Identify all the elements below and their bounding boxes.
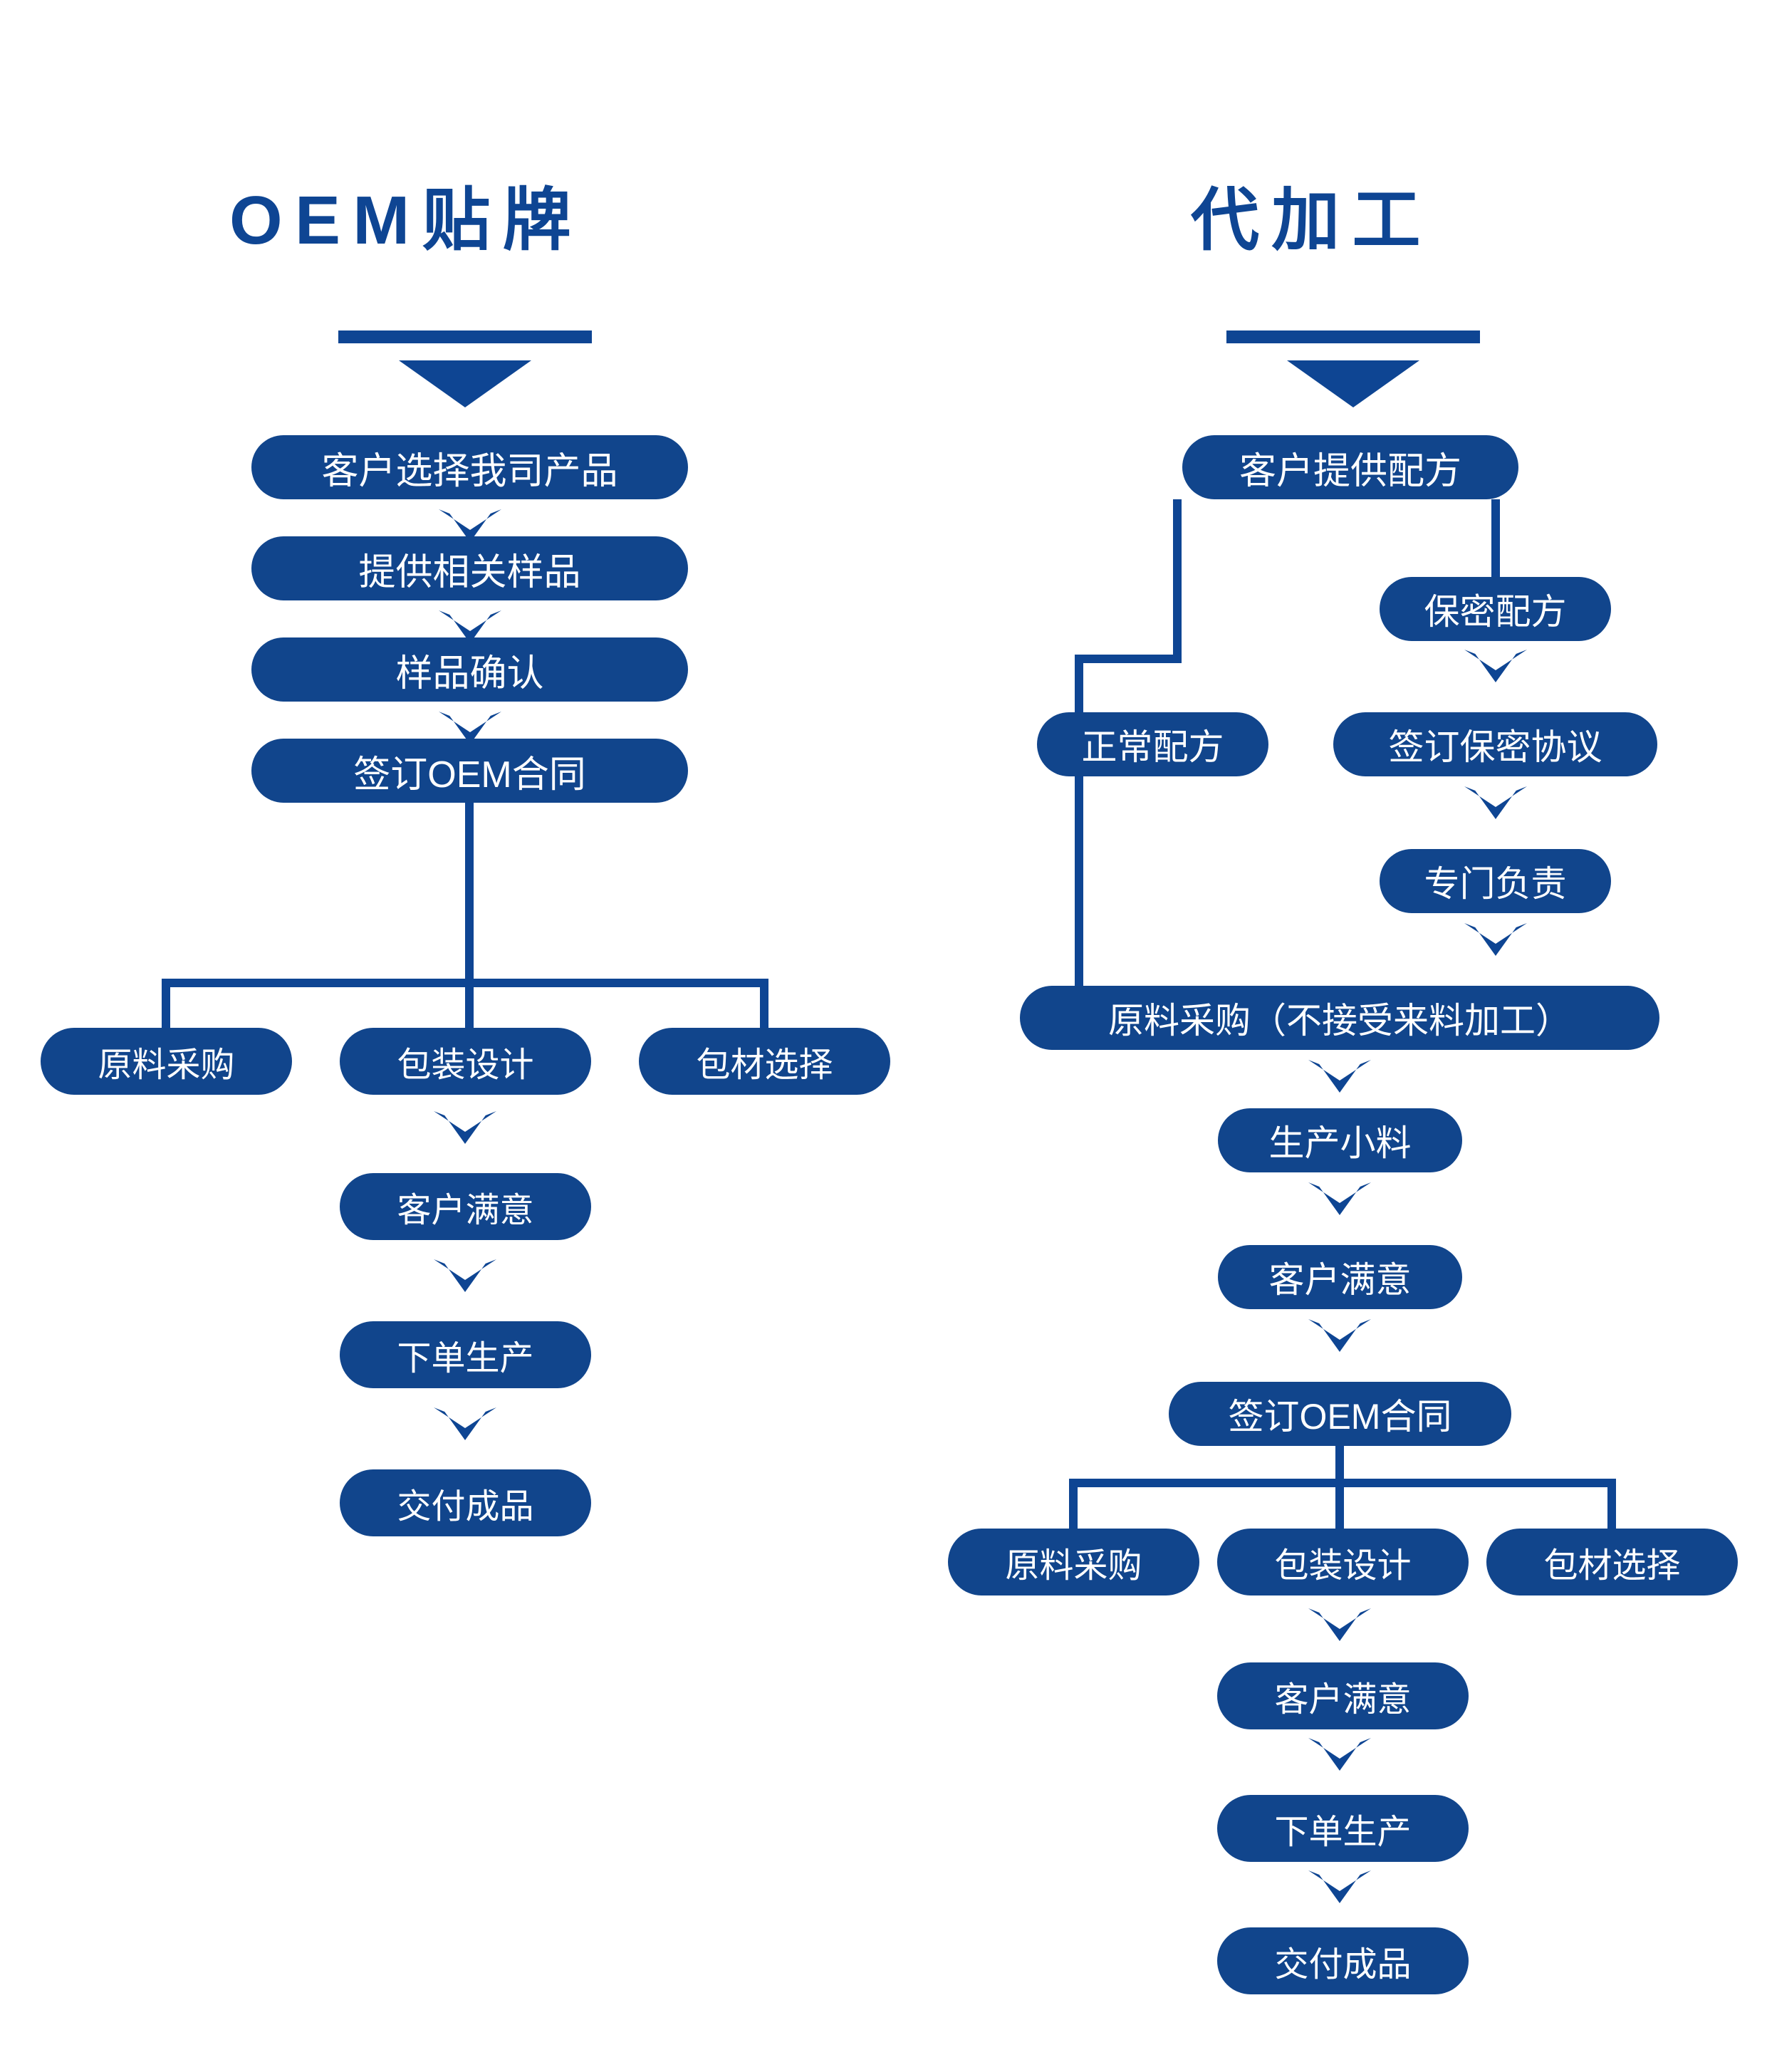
chevron-down-icon-oem-3	[434, 1111, 496, 1144]
chevron-down-icon-oem-proc-6	[1308, 1608, 1371, 1641]
chevron-down-icon-oem-2	[439, 712, 501, 744]
fork-stem-oem	[465, 803, 474, 987]
elbow-horizontal	[1075, 655, 1182, 663]
node-shape-oem-7[interactable]	[340, 1321, 591, 1388]
node-shape-p-nda[interactable]	[1333, 712, 1657, 776]
node-shape-oem-3[interactable]	[251, 637, 688, 702]
node-shape-p-deliver[interactable]	[1217, 1927, 1469, 1994]
node-shape-oem-5c[interactable]	[639, 1028, 890, 1095]
node-shape-oem-8[interactable]	[340, 1469, 591, 1536]
header-bar-oem	[338, 330, 592, 343]
node-shape-p-1[interactable]	[1182, 435, 1518, 499]
fork-drop-left-oem	[162, 983, 170, 1028]
fork-drop-left-oem-proc	[1069, 1483, 1078, 1529]
node-shape-p-contract[interactable]	[1169, 1382, 1511, 1446]
node-shape-p-resp[interactable]	[1380, 849, 1611, 913]
chevron-down-icon-oem-proc-8	[1308, 1870, 1371, 1903]
node-shape-p-b3[interactable]	[1486, 1529, 1738, 1595]
node-shape-p-sat2[interactable]	[1217, 1662, 1469, 1729]
node-shape-p-material[interactable]	[1020, 986, 1659, 1050]
node-shape-p-small[interactable]	[1218, 1108, 1462, 1172]
node-shape-p-sat1[interactable]	[1218, 1245, 1462, 1309]
node-shape-p-order[interactable]	[1217, 1795, 1469, 1862]
chevron-down-icon-oem-proc-5	[1308, 1319, 1371, 1352]
chevron-down-icon-oem-proc-7	[1308, 1738, 1371, 1771]
chevron-down-icon-oem-4	[434, 1259, 496, 1292]
header-down-arrow-icon-oem	[399, 360, 531, 407]
node-shape-p-normal[interactable]	[1037, 712, 1268, 776]
fork-drop-center-oem	[465, 983, 474, 1028]
chevron-down-icon-oem-proc-4	[1308, 1182, 1371, 1215]
node-shape-oem-1[interactable]	[251, 435, 688, 499]
header-bar-oem-proc	[1226, 330, 1480, 343]
secret-branch-stem	[1491, 499, 1500, 577]
chevron-down-icon-oem-5	[434, 1407, 496, 1440]
elbow-vertical-to-normal	[1075, 659, 1083, 712]
node-shape-oem-5a[interactable]	[41, 1028, 292, 1095]
fork-stem-oem-proc	[1335, 1446, 1344, 1487]
fork-drop-right-oem-proc	[1607, 1483, 1616, 1529]
header-down-arrow-icon-oem-proc	[1287, 360, 1419, 407]
fork-drop-center-oem-proc	[1335, 1483, 1344, 1529]
node-shape-oem-6[interactable]	[340, 1173, 591, 1240]
chevron-down-icon-oem-proc-1	[1464, 786, 1527, 819]
normal-formula-long-connector	[1075, 776, 1083, 986]
chevron-down-icon-oem-1	[439, 610, 501, 643]
column-title-processing: 代加工	[1191, 182, 1433, 259]
chevron-down-icon-oem-proc-3	[1308, 1060, 1371, 1093]
node-shape-p-b1[interactable]	[948, 1529, 1199, 1595]
node-shape-p-secret[interactable]	[1380, 577, 1611, 641]
chevron-down-icon-oem-0	[439, 509, 501, 542]
node-shape-oem-5b[interactable]	[340, 1028, 591, 1095]
chevron-down-icon-oem-proc-2	[1464, 923, 1527, 956]
node-shape-p-b2[interactable]	[1217, 1529, 1469, 1595]
node-shape-oem-2[interactable]	[251, 536, 688, 600]
fork-drop-right-oem	[760, 983, 768, 1028]
node-shape-oem-4[interactable]	[251, 739, 688, 803]
column-title-oem: OEM贴牌	[229, 182, 584, 259]
elbow-vertical-upper	[1173, 499, 1182, 663]
chevron-down-icon-oem-proc-0	[1464, 650, 1527, 682]
